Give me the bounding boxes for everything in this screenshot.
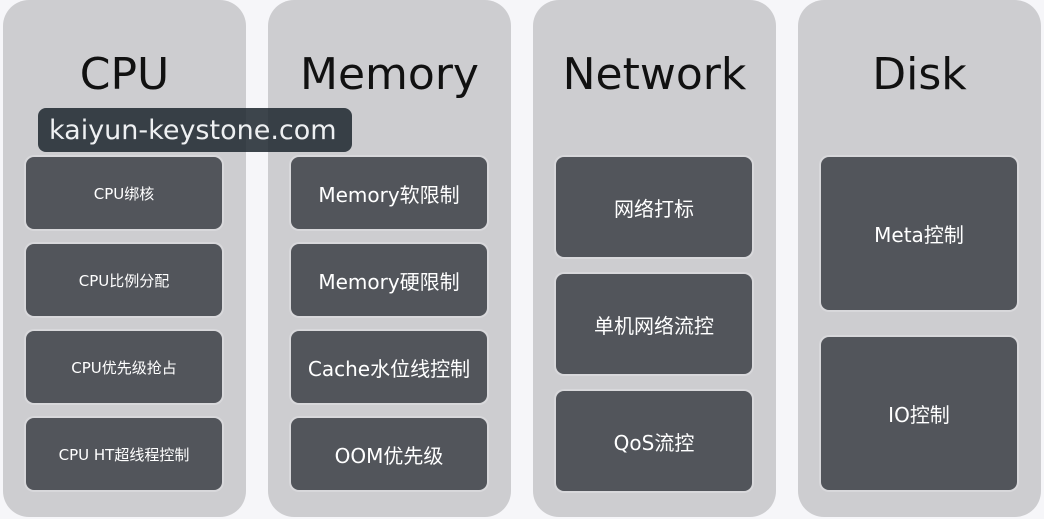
disk-item[interactable]: Meta控制 — [821, 157, 1017, 310]
network-item[interactable]: 单机网络流控 — [556, 274, 752, 374]
cpu-item[interactable]: CPU HT超线程控制 — [26, 418, 222, 490]
memory-item[interactable]: Memory硬限制 — [291, 244, 487, 316]
cpu-item[interactable]: CPU绑核 — [26, 157, 222, 229]
cpu-title: CPU — [79, 49, 170, 100]
memory-item[interactable]: Cache水位线控制 — [291, 331, 487, 403]
disk-item[interactable]: IO控制 — [821, 337, 1017, 490]
cpu-item[interactable]: CPU优先级抢占 — [26, 331, 222, 403]
network-column: Network 网络打标 单机网络流控 QoS流控 — [533, 0, 776, 517]
memory-item[interactable]: OOM优先级 — [291, 418, 487, 490]
network-item[interactable]: 网络打标 — [556, 157, 752, 257]
disk-column: Disk Meta控制 IO控制 — [798, 0, 1041, 517]
cpu-item[interactable]: CPU比例分配 — [26, 244, 222, 316]
network-item[interactable]: QoS流控 — [556, 391, 752, 491]
memory-title: Memory — [300, 49, 479, 100]
cpu-column: CPU CPU绑核 CPU比例分配 CPU优先级抢占 CPU HT超线程控制 — [3, 0, 246, 517]
disk-title: Disk — [872, 49, 967, 100]
network-title: Network — [562, 49, 747, 100]
memory-column: Memory Memory软限制 Memory硬限制 Cache水位线控制 OO… — [268, 0, 511, 517]
watermark: kaiyun-keystone.com — [38, 108, 352, 152]
memory-item[interactable]: Memory软限制 — [291, 157, 487, 229]
